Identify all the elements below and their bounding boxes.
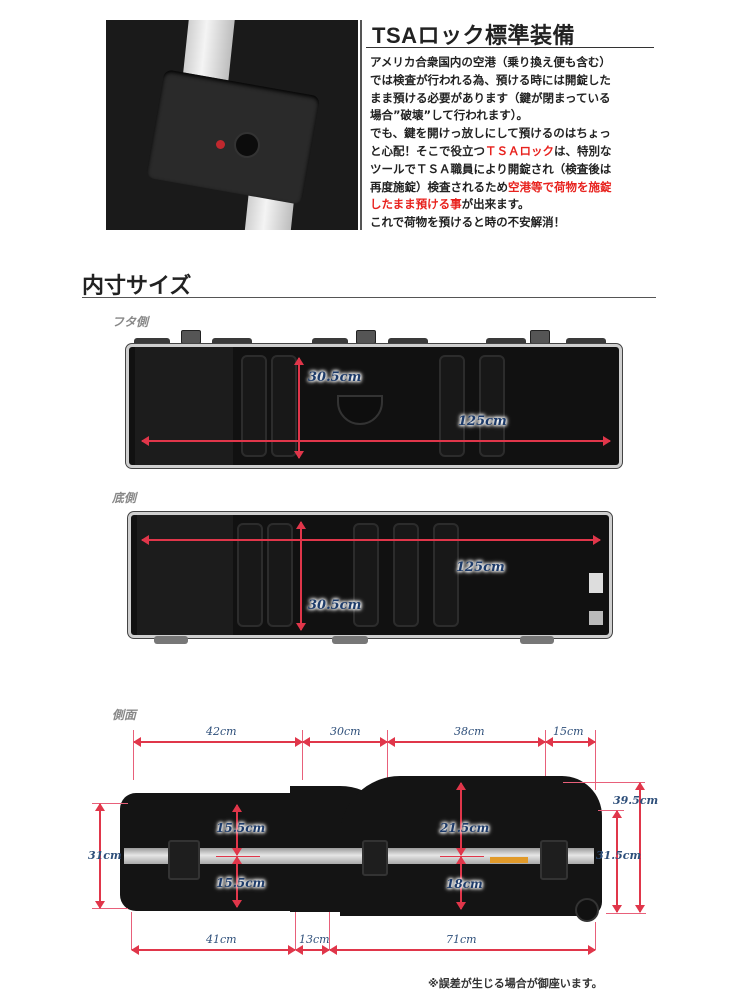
lid-width-label: 30.5cm bbox=[308, 370, 362, 385]
highlight-text: したまま預ける事 bbox=[370, 197, 462, 212]
highlight-text: 空港等で荷物を施錠 bbox=[508, 179, 612, 194]
description-line: と心配！そこで役立つＴＳＡロックは、特別な bbox=[370, 143, 660, 161]
highlight-text: ＴＳＡロック bbox=[485, 143, 554, 158]
body-text: では検査が行われる為、預ける時には開錠した bbox=[370, 72, 611, 87]
tab bbox=[566, 338, 606, 346]
tsa-diamond-icon bbox=[216, 140, 225, 149]
dim-42cm: 42cm bbox=[206, 725, 237, 738]
case-interior bbox=[126, 344, 622, 468]
wheel bbox=[575, 898, 599, 922]
dim-15-5cm-lower: 15.5cm bbox=[216, 876, 266, 890]
lock-keyhole-icon bbox=[234, 132, 260, 158]
tsa-description: アメリカ合衆国内の空港（乗り換え便も含む） では検査が行われる為、預ける時には開錠… bbox=[370, 54, 660, 232]
divider bbox=[360, 20, 362, 230]
dim-21-5cm: 21.5cm bbox=[440, 821, 490, 835]
body-text: ツールでＴＳＡ職員により開錠され（検査後は bbox=[370, 161, 612, 176]
latch-clamp bbox=[540, 840, 568, 880]
dim-31-5cm: 31.5cm bbox=[596, 849, 642, 862]
body-text: が出来ます。 bbox=[461, 197, 530, 212]
dim-15cm: 15cm bbox=[553, 725, 584, 738]
tab bbox=[486, 338, 526, 346]
label-plate bbox=[589, 573, 603, 593]
length-dimension-line bbox=[141, 436, 611, 446]
dim-30cm: 30cm bbox=[330, 725, 361, 738]
description-line: アメリカ合衆国内の空港（乗り換え便も含む） bbox=[370, 54, 660, 72]
description-line: これで荷物を預けると時の不安解消！ bbox=[370, 214, 660, 232]
body-text: アメリカ合衆国内の空港（乗り換え便も含む） bbox=[370, 55, 611, 69]
latch-clamp bbox=[168, 840, 200, 880]
tab bbox=[134, 338, 170, 346]
description-line: 場合”破壊”して行われます）。 bbox=[370, 107, 660, 125]
body-text: 再度施錠）検査されるため bbox=[370, 179, 508, 194]
dim-38cm: 38cm bbox=[454, 725, 485, 738]
body-text: これで荷物を預けると時の不安解消！ bbox=[370, 215, 566, 230]
tab bbox=[212, 338, 252, 346]
description-line: まま預ける必要があります（鍵が閉まっている bbox=[370, 90, 660, 108]
bottom-width-label: 30.5cm bbox=[308, 598, 362, 613]
dim-18cm: 18cm bbox=[446, 877, 483, 891]
warning-sticker bbox=[490, 857, 528, 863]
case-interior bbox=[128, 512, 612, 638]
bottom-view-diagram bbox=[128, 512, 612, 648]
body-text: 場合”破壊”して行われます）。 bbox=[370, 108, 528, 123]
body-text: と心配！そこで役立つ bbox=[370, 143, 485, 158]
description-line: では検査が行われる為、預ける時には開錠した bbox=[370, 72, 660, 90]
description-line: ツールでＴＳＡ職員により開錠され（検査後は bbox=[370, 161, 660, 179]
title-underline bbox=[366, 47, 654, 48]
tsa-section-title: TSAロック標準装備 bbox=[372, 23, 576, 48]
tsa-lock-photo bbox=[106, 20, 358, 230]
tab bbox=[388, 338, 428, 346]
bottom-length-label: 125cm bbox=[456, 560, 505, 575]
lid-view-label: フタ側 bbox=[112, 315, 149, 329]
latch bbox=[356, 330, 376, 344]
dim-41cm: 41cm bbox=[206, 933, 237, 946]
body-text: まま預ける必要があります（鍵が閉まっている bbox=[370, 90, 611, 105]
dim-13cm: 13cm bbox=[299, 933, 330, 946]
length-dimension-line bbox=[141, 535, 601, 545]
tab bbox=[312, 338, 348, 346]
bottom-view-label: 底側 bbox=[112, 491, 137, 505]
footnote: ※誤差が生じる場合が御座います。 bbox=[428, 977, 603, 990]
dim-15-5cm-upper: 15.5cm bbox=[216, 821, 266, 835]
dim-31cm: 31cm bbox=[88, 849, 122, 862]
section-underline bbox=[82, 297, 656, 298]
inner-size-title: 内寸サイズ bbox=[82, 274, 192, 299]
dim-39-5cm: 39.5cm bbox=[613, 794, 659, 807]
latch bbox=[181, 330, 201, 344]
latch bbox=[530, 330, 550, 344]
lid-view-diagram bbox=[126, 330, 622, 472]
tsa-lock-clamp bbox=[362, 840, 388, 876]
description-line: でも、鍵を開けっ放しにして預けるのはちょっ bbox=[370, 125, 660, 143]
description-line: したまま預ける事が出来ます。 bbox=[370, 196, 660, 214]
width-dimension-line bbox=[296, 521, 306, 631]
dim-71cm: 71cm bbox=[446, 933, 477, 946]
body-text: でも、鍵を開けっ放しにして預けるのはちょっ bbox=[370, 126, 611, 141]
side-view-label: 側面 bbox=[112, 708, 137, 722]
description-line: 再度施錠）検査されるため空港等で荷物を施錠 bbox=[370, 179, 660, 197]
label-plate bbox=[589, 611, 603, 625]
body-text: は、特別な bbox=[554, 143, 612, 158]
width-dimension-line bbox=[294, 357, 304, 459]
lid-length-label: 125cm bbox=[458, 414, 507, 429]
